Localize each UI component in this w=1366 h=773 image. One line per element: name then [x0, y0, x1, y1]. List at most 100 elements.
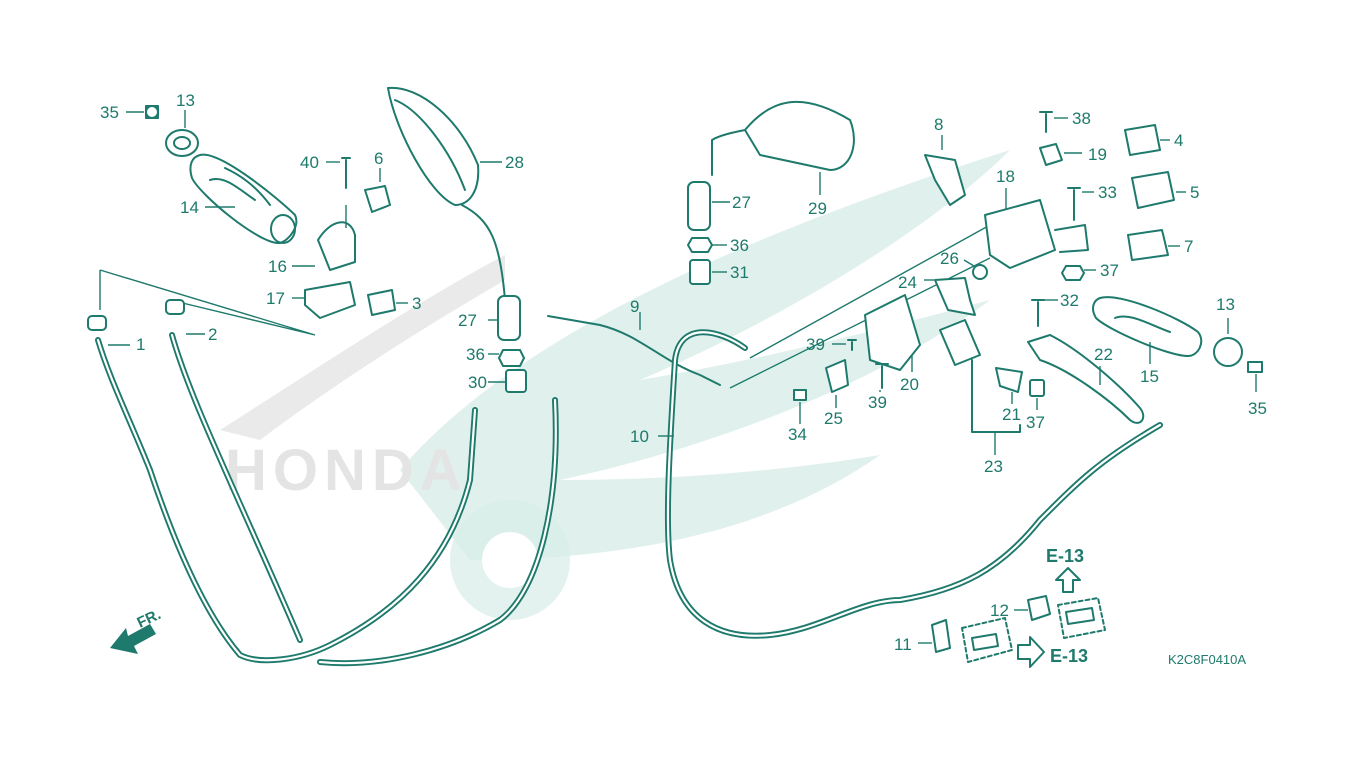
part-clamp-11 [918, 619, 951, 653]
callout-28[interactable]: 28 [505, 153, 524, 172]
callout-2[interactable]: 2 [208, 325, 217, 344]
part-grip-14-left [189, 153, 298, 245]
callout-27-left[interactable]: 27 [458, 311, 477, 330]
ref-arrow-up: E-13 [1046, 546, 1084, 593]
part-switch-6 [364, 168, 391, 213]
callout-33[interactable]: 33 [1098, 183, 1117, 202]
callout-35-right[interactable]: 35 [1248, 399, 1267, 418]
callout-39-lower[interactable]: 39 [868, 393, 887, 412]
callout-11[interactable]: 11 [894, 635, 912, 654]
part-bolt-35-right [1247, 361, 1263, 392]
part-bolt-group-upper [1057, 597, 1106, 639]
part-nut-37-upper [1061, 265, 1096, 281]
part-switch-housing-17 [292, 281, 356, 319]
part-spring-21 [995, 367, 1023, 404]
brand-wordmark-text: HONDA [225, 438, 468, 503]
callout-36-right[interactable]: 36 [730, 236, 749, 255]
part-switch-housing-16 [292, 205, 356, 271]
front-direction-label: FR. [135, 606, 164, 632]
part-screw-39-upper [832, 339, 857, 351]
part-bolt-30 [488, 369, 527, 393]
callout-27-right[interactable]: 27 [732, 193, 751, 212]
part-plate-25 [825, 359, 849, 408]
part-housing-18 [984, 188, 1089, 269]
part-screw-39-lower [875, 363, 889, 392]
callout-22[interactable]: 22 [1094, 345, 1113, 364]
callout-24[interactable]: 24 [898, 273, 917, 292]
callout-1[interactable]: 1 [136, 335, 145, 354]
callout-4[interactable]: 4 [1174, 131, 1183, 150]
part-spring-26 [963, 259, 988, 280]
ref-arrow-right: E-13 [1017, 636, 1088, 668]
part-switch-7 [1127, 229, 1180, 261]
callout-7[interactable]: 7 [1184, 237, 1193, 256]
callout-8[interactable]: 8 [934, 115, 943, 134]
ref-label-lower[interactable]: E-13 [1050, 646, 1088, 666]
part-end-weight-13-right [1213, 318, 1243, 367]
part-nut-36-right [687, 237, 727, 253]
callout-10[interactable]: 10 [630, 427, 649, 446]
part-bolt-34 [793, 389, 807, 424]
callout-14[interactable]: 14 [180, 198, 199, 217]
callout-32[interactable]: 32 [1060, 291, 1079, 310]
callout-26[interactable]: 26 [940, 249, 959, 268]
part-clip-19 [1039, 143, 1082, 166]
part-bolt-group-lower [961, 617, 1013, 663]
callout-19[interactable]: 19 [1088, 145, 1107, 164]
part-mirror-29 [711, 100, 855, 195]
callout-36-left[interactable]: 36 [466, 345, 485, 364]
part-lever-22 [1027, 334, 1145, 424]
callout-31[interactable]: 31 [730, 263, 749, 282]
part-adapter-27-right [687, 181, 730, 231]
callout-16[interactable]: 16 [268, 257, 287, 276]
callout-labels: 35 13 14 40 6 16 17 3 1 2 28 27 36 30 9 … [100, 91, 1267, 654]
part-grip-15 [1092, 296, 1203, 364]
callout-17[interactable]: 17 [266, 289, 285, 308]
part-screw-33 [1067, 187, 1094, 221]
part-bolt-31 [689, 259, 727, 285]
callout-34[interactable]: 34 [788, 425, 807, 444]
part-cable-1 [87, 315, 478, 664]
callout-15[interactable]: 15 [1140, 367, 1159, 386]
callout-29[interactable]: 29 [808, 199, 827, 218]
brand-wordmark: HONDA [225, 438, 468, 503]
part-bracket-24 [924, 277, 976, 316]
callout-13-right[interactable]: 13 [1216, 295, 1235, 314]
part-switch-5 [1131, 171, 1186, 209]
callout-37-upper[interactable]: 37 [1100, 261, 1119, 280]
part-cable-10 [658, 329, 1163, 639]
part-clamp-12 [1014, 595, 1051, 621]
callout-40[interactable]: 40 [300, 153, 319, 172]
callout-9[interactable]: 9 [630, 297, 639, 316]
callout-3[interactable]: 3 [412, 294, 421, 313]
callout-13-left[interactable]: 13 [176, 91, 195, 110]
part-screw-40 [326, 157, 351, 189]
part-adapter-27-left [488, 295, 521, 341]
callout-39-upper[interactable]: 39 [806, 335, 825, 354]
callout-30[interactable]: 30 [468, 373, 487, 392]
callout-25[interactable]: 25 [824, 409, 843, 428]
callout-38[interactable]: 38 [1072, 109, 1091, 128]
part-bolt-35-left [126, 105, 159, 119]
part-switch-4 [1124, 124, 1170, 156]
ref-label-upper[interactable]: E-13 [1046, 546, 1084, 566]
part-switch-3 [367, 289, 408, 316]
callout-23[interactable]: 23 [984, 457, 1003, 476]
callout-20[interactable]: 20 [900, 375, 919, 394]
front-direction-indicator: FR. [110, 606, 164, 654]
callout-12[interactable]: 12 [990, 601, 1009, 620]
part-bolt-32 [1031, 299, 1058, 327]
callout-37-lower[interactable]: 37 [1026, 413, 1045, 432]
callout-6[interactable]: 6 [374, 149, 383, 168]
callout-5[interactable]: 5 [1190, 183, 1199, 202]
part-nut-37-lower [1029, 379, 1045, 410]
watermark-logo: HONDA [220, 150, 1010, 620]
part-cable-2 [165, 299, 559, 667]
callout-35-left[interactable]: 35 [100, 103, 119, 122]
part-end-weight-13-left [165, 110, 199, 157]
callout-21[interactable]: 21 [1002, 405, 1021, 424]
callout-18[interactable]: 18 [996, 167, 1015, 186]
part-nut-36-left [488, 349, 525, 367]
